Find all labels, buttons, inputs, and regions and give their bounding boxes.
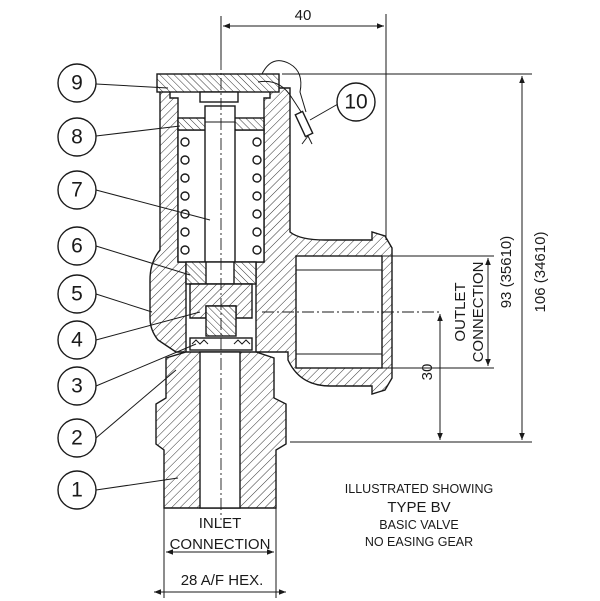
- outlet-label-line1: OUTLET: [452, 282, 469, 341]
- note-line3: BASIC VALVE: [379, 518, 458, 532]
- callout-10-label: 10: [344, 91, 367, 114]
- dimension-height: 106 (34610) 93 (35610): [282, 73, 549, 443]
- callout-8: 8: [57, 117, 97, 157]
- dim-height-inner: 93 (35610): [498, 236, 515, 309]
- illustration-note: ILLUSTRATED SHOWING TYPE BV BASIC VALVE …: [345, 482, 493, 549]
- dimension-outlet-offset: 30: [419, 314, 443, 440]
- callout-5-label: 5: [71, 283, 83, 306]
- callout-leaders: [95, 83, 339, 491]
- outlet-label-line2: CONNECTION: [470, 262, 487, 363]
- callout-7: 7: [57, 170, 97, 210]
- callout-8-label: 8: [71, 126, 83, 149]
- callout-4-label: 4: [71, 329, 83, 352]
- note-line2: TYPE BV: [387, 499, 450, 516]
- callout-10: 10: [336, 82, 376, 122]
- callout-2-label: 2: [71, 427, 83, 450]
- note-line1: ILLUSTRATED SHOWING: [345, 482, 493, 496]
- seat-serrations: [191, 339, 251, 345]
- center-lines: [220, 18, 442, 520]
- spring-coils: [180, 137, 262, 255]
- callout-3: 3: [57, 366, 97, 406]
- outlet-connection-dim: OUTLET CONNECTION: [382, 255, 494, 369]
- callout-3-label: 3: [71, 375, 83, 398]
- inlet-label-line1: INLET: [199, 515, 242, 532]
- dimension-40: 40: [220, 7, 387, 240]
- callout-2: 2: [57, 418, 97, 458]
- inlet-label-line2: CONNECTION: [170, 536, 271, 553]
- callout-6: 6: [57, 226, 97, 266]
- callout-6-label: 6: [71, 235, 83, 258]
- callout-9-label: 9: [71, 72, 83, 95]
- hex-size-label: 28 A/F HEX.: [181, 572, 264, 589]
- callout-5: 5: [57, 274, 97, 314]
- callout-4: 4: [57, 320, 97, 360]
- dim-outlet-offset: 30: [419, 364, 436, 381]
- callout-7-label: 7: [71, 179, 83, 202]
- dim-width-top: 40: [295, 7, 312, 24]
- callout-1: 1: [57, 470, 97, 510]
- valve-body: [149, 60, 393, 509]
- dim-height-outer: 106 (34610): [532, 232, 549, 313]
- callout-9: 9: [57, 63, 97, 103]
- callout-1-label: 1: [71, 479, 83, 502]
- note-line4: NO EASING GEAR: [365, 535, 473, 549]
- inlet-connection-dim: INLET CONNECTION 28 A/F HEX.: [154, 508, 286, 598]
